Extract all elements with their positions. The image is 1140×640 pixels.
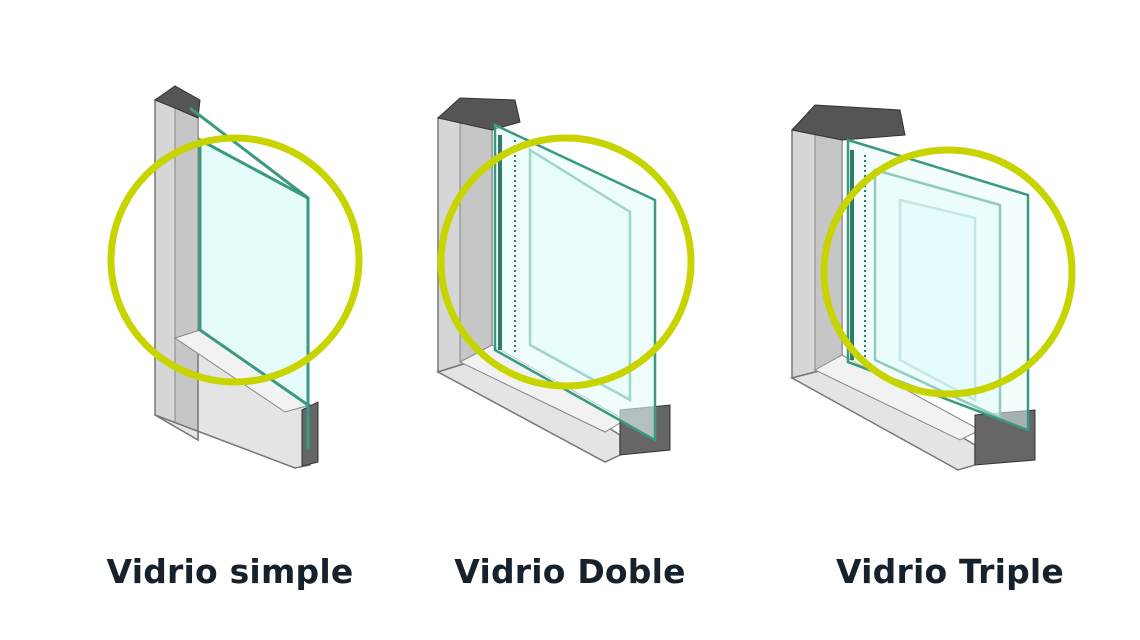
label-single-glazing: Vidrio simple <box>106 552 354 591</box>
panel-double-glazing: Vidrio Doble <box>380 0 760 640</box>
highlight-circle <box>820 146 1076 398</box>
double-glazing-window-illustration <box>436 97 695 463</box>
label-triple-glazing: Vidrio Triple <box>835 552 1065 591</box>
single-glazing-window-illustration <box>107 85 363 469</box>
highlight-circle <box>107 134 363 386</box>
triple-glazing-window-illustration <box>789 104 1076 471</box>
panel-single-glazing: Vidrio simple <box>40 0 420 640</box>
panel-triple-glazing: Vidrio Triple <box>760 0 1140 640</box>
label-double-glazing: Vidrio Doble <box>454 552 686 591</box>
highlight-circle <box>437 134 695 390</box>
